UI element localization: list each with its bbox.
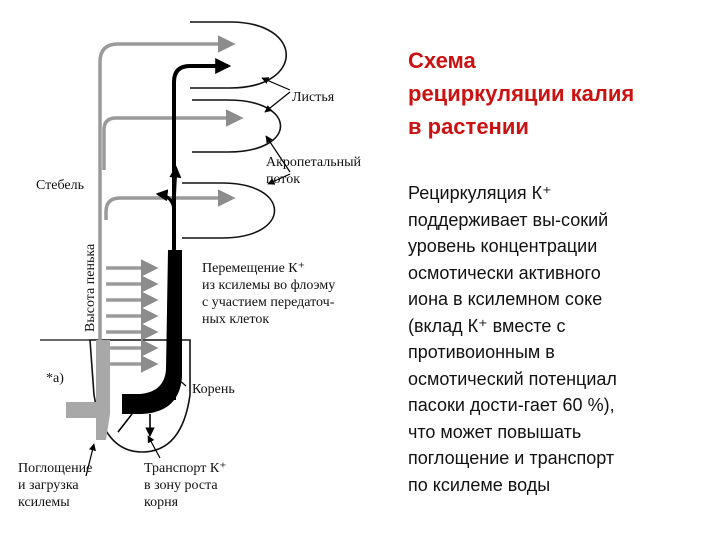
- acropetal-label-1: Акропетальный: [266, 155, 362, 170]
- body-line: поддерживает вы-сокий: [408, 209, 609, 230]
- uptake-label-1: Поглощение: [18, 461, 92, 476]
- acropetal-label-2: поток: [266, 172, 300, 187]
- body-line: осмотически активного: [408, 262, 601, 283]
- root-transport-label-1: Транспорт К⁺: [144, 461, 227, 476]
- body-line: пасоки дости-гает 60 %),: [408, 395, 615, 415]
- body-line: Рециркуляция К⁺: [408, 183, 552, 203]
- title-line: рециркуляции калия: [408, 81, 635, 106]
- body-line: что может повышать: [408, 421, 582, 442]
- root-transport-label-3: корня: [144, 495, 179, 510]
- xylem-to-phloem-label-1: Перемещение К⁺: [202, 261, 305, 276]
- body-line: по ксилеме воды: [408, 474, 551, 495]
- xylem-to-phloem-label-2: из ксилемы во флоэму: [202, 278, 335, 293]
- slide-title: Схема рециркуляции калия в растении: [408, 44, 708, 143]
- root-transport-arrows: [117, 413, 150, 436]
- potassium-recirculation-diagram: Листья Акропетальный поток Стебель Высот…: [18, 21, 362, 510]
- stump-height-label: Высота пенька: [83, 243, 98, 332]
- xylem-loading-band: [66, 340, 110, 440]
- body-line: иона в ксилемном соке: [408, 289, 603, 309]
- title-line: Схема: [408, 48, 476, 73]
- label-pointers: [85, 77, 291, 477]
- phloem-flow: [155, 58, 232, 400]
- phloem-root-thick: [122, 250, 182, 414]
- stem-label: Стебель: [36, 178, 84, 193]
- description-text: Рециркуляция К⁺ поддерживает вы-сокий ур…: [408, 180, 708, 498]
- body-line: (вклад К⁺ вместе с: [408, 315, 566, 336]
- xylem-flow: [98, 35, 244, 400]
- uptake-label-3: ксилемы: [18, 495, 70, 510]
- body-line: поглощение и транспорт: [408, 448, 615, 468]
- root-label: Корень: [192, 382, 235, 397]
- body-line: уровень концентрации: [408, 236, 598, 256]
- xylem-to-phloem-label-4: ных клеток: [202, 312, 269, 327]
- uptake-label-2: и загрузка: [18, 478, 79, 493]
- root-transport-label-2: в зону роста: [144, 478, 218, 493]
- body-line: противоионным в: [408, 342, 555, 362]
- leaves-label: Листья: [292, 90, 335, 105]
- marker-a-label: *а): [46, 371, 64, 386]
- title-line: в растении: [408, 114, 529, 139]
- leaf-outlines: [182, 21, 287, 239]
- xylem-to-phloem-label-3: с участием передаточ-: [202, 295, 335, 310]
- body-line: осмотический потенциал: [408, 368, 617, 389]
